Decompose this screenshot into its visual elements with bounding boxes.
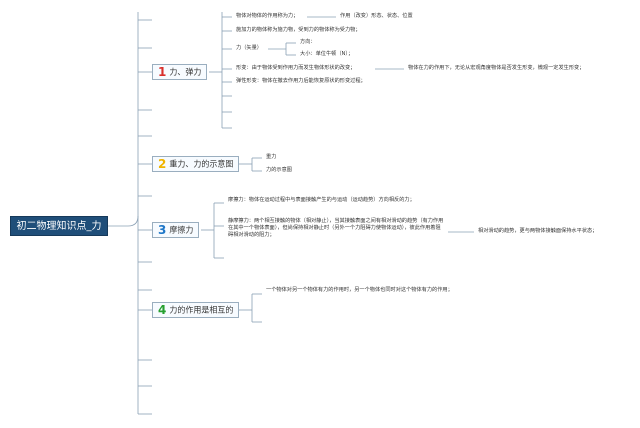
- branch-label: 重力、力的示意图: [169, 159, 234, 169]
- branch-label: 摩擦力: [169, 225, 194, 235]
- branch-number-1: 1: [158, 65, 167, 79]
- node-direction[interactable]: 方向：: [300, 39, 316, 45]
- node-static-friction[interactable]: 静摩擦力：两个相互接触的物体（相对静止），当其接触表面之间有相对滑动的趋势（有力…: [228, 218, 444, 238]
- node-force-diagram[interactable]: 力的示意图: [266, 167, 292, 173]
- node-force-effect[interactable]: 作用（改变）形态、状态、位置: [340, 13, 413, 19]
- branch-label: 力、弹力: [169, 67, 202, 77]
- branch-label: 力的作用是相互的: [169, 305, 234, 315]
- branch-number-3: 3: [158, 223, 167, 237]
- node-force-vector[interactable]: 力（矢量）: [236, 45, 262, 51]
- node-friction-definition[interactable]: 摩擦力：物体在运动过程中与表面接触产生的与运动（运动趋势）方向相反的力；: [228, 197, 415, 203]
- node-magnitude[interactable]: 大小：单位牛顿（N）；: [300, 51, 354, 57]
- node-mutual-force[interactable]: 一个物体对另一个物体有力的作用时，另一个物体也同时对这个物体有力的作用；: [266, 287, 453, 293]
- node-force-definition[interactable]: 物体对物体的作用称为力；: [236, 13, 299, 19]
- branch-number-2: 2: [158, 157, 167, 171]
- branch-number-4: 4: [158, 303, 167, 317]
- node-deformation-note[interactable]: 物体在力的作用下，无论从宏观角度物体是否发生形变，微观一定发生形变；: [408, 65, 585, 71]
- node-deformation[interactable]: 形变：由于物体受到作用力而发生物体形状的改变；: [236, 65, 356, 71]
- node-gravity[interactable]: 重力: [266, 154, 277, 160]
- root-topic[interactable]: 初二物理知识点_力: [10, 216, 108, 236]
- node-static-friction-note[interactable]: 相对滑动的趋势，更与两物体接触面保持水平状态；: [478, 228, 598, 234]
- node-elastic-deformation[interactable]: 弹性形变：物体在撤去作用力后能恢复原状的形变过程；: [236, 78, 366, 84]
- node-force-receiver[interactable]: 施加力的物体称为施力物，受到力的物体称为受力物；: [236, 27, 361, 33]
